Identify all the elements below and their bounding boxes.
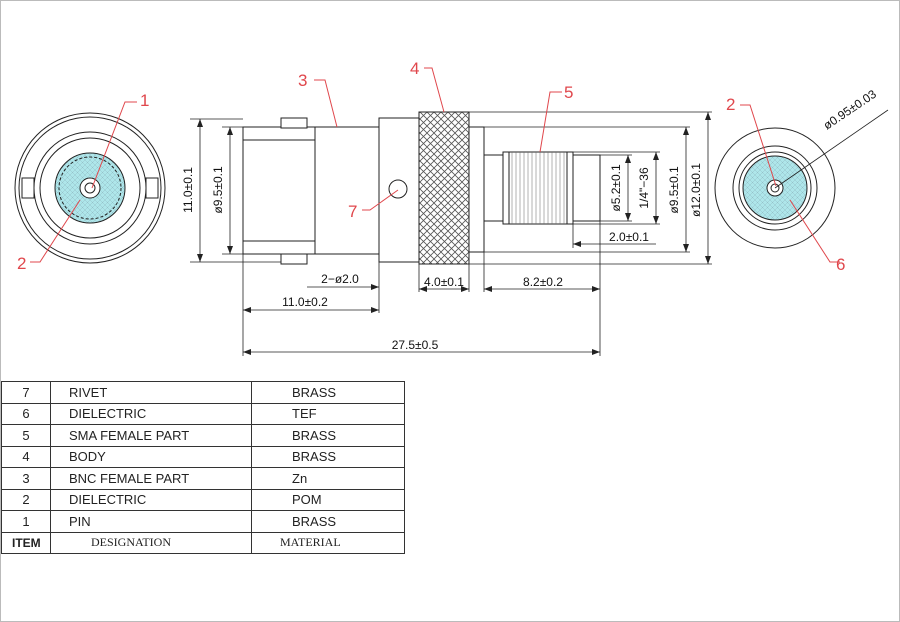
item-cell: 6 [1, 402, 51, 425]
dim-sma-length: 8.2±0.2 [523, 275, 563, 289]
designation-cell: DIELECTRIC [50, 488, 252, 511]
item-cell: 7 [1, 381, 51, 404]
callout-5: 5 [564, 83, 573, 102]
dim-total-length: 27.5±0.5 [392, 338, 439, 352]
dimension-lines [190, 111, 712, 356]
designation-cell: DIELECTRIC [50, 402, 252, 425]
connector-side-view [242, 111, 601, 265]
dim-sma-mid: ø9.5±0.1 [667, 166, 681, 214]
dim-pin-step: 2.0±0.1 [609, 230, 649, 244]
dim-bnc-length: 11.0±0.2 [282, 295, 328, 309]
material-cell: BRASS [251, 445, 405, 468]
thread-lines [511, 152, 565, 224]
callout-4: 4 [410, 59, 419, 78]
material-cell: BRASS [251, 510, 405, 533]
sma-end-view [714, 109, 889, 249]
material-cell: Zn [251, 467, 405, 490]
designation-cell: DESIGNATION [50, 531, 252, 554]
material-cell: MATERIAL [251, 531, 405, 554]
dim-body-dia: 11.0±0.1 [181, 167, 195, 213]
dim-sma-outer: ø12.0±0.1 [689, 163, 703, 217]
callout-6: 6 [836, 255, 845, 274]
designation-cell: SMA FEMALE PART [50, 424, 252, 447]
callout-2-right: 2 [726, 95, 735, 114]
dim-knurl-length: 4.0±0.1 [424, 275, 464, 289]
bnc-end-view [14, 112, 166, 264]
dim-thread: 1/4"−36 [637, 167, 651, 209]
material-cell: BRASS [251, 424, 405, 447]
callout-2-left: 2 [17, 254, 26, 273]
callout-leaders [30, 67, 840, 263]
material-cell: TEF [251, 402, 405, 425]
item-cell: 4 [1, 445, 51, 468]
item-cell: 2 [1, 488, 51, 511]
callout-7: 7 [348, 202, 357, 221]
material-cell: BRASS [251, 381, 405, 404]
designation-cell: RIVET [50, 381, 252, 404]
item-cell: 1 [1, 510, 51, 533]
item-cell: ITEM [1, 531, 51, 554]
designation-cell: PIN [50, 510, 252, 533]
dim-bnc-dia: ø9.5±0.1 [211, 166, 225, 214]
callout-3: 3 [298, 71, 307, 90]
item-cell: 5 [1, 424, 51, 447]
dim-sma-inner: ø5.2±0.1 [609, 164, 623, 212]
dim-pin-dia: ø0.95±0.03 [821, 87, 879, 133]
dimension-arrows [197, 112, 711, 355]
designation-cell: BODY [50, 445, 252, 468]
dim-rivet-holes: 2−ø2.0 [321, 272, 359, 286]
designation-cell: BNC FEMALE PART [50, 467, 252, 490]
item-cell: 3 [1, 467, 51, 490]
callout-1: 1 [140, 91, 149, 110]
material-cell: POM [251, 488, 405, 511]
